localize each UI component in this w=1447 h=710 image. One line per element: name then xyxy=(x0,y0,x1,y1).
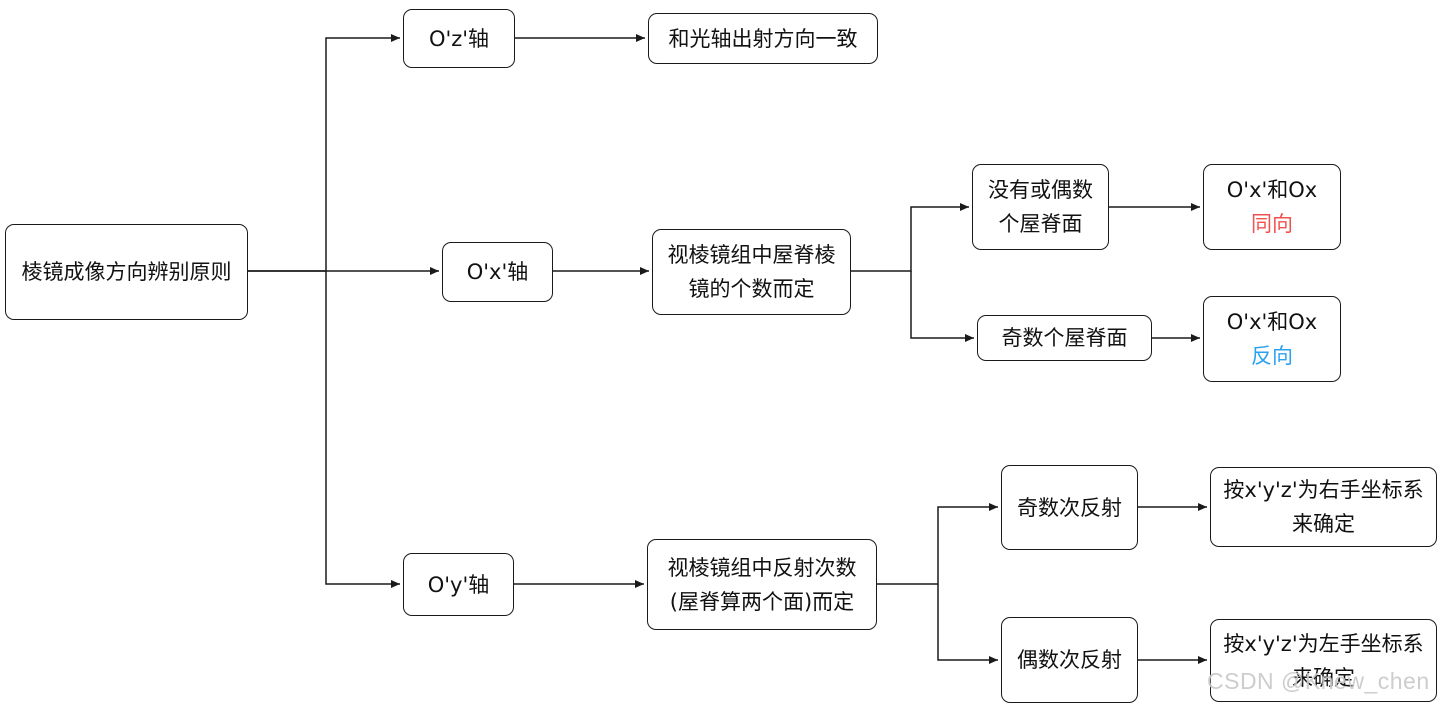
root-label: 棱镜成像方向辨别原则 xyxy=(21,260,232,284)
x-axis-node: O'x'轴 xyxy=(442,242,553,302)
z-axis-node: O'z'轴 xyxy=(403,9,515,68)
x-even-case-line1: 没有或偶数 xyxy=(988,178,1093,202)
y-even-result-line2: 来确定 xyxy=(1292,665,1355,690)
y-axis-rule-line2: (屋脊算两个面)而定 xyxy=(669,589,855,614)
x-odd-case-label: 奇数个屋脊面 xyxy=(1001,326,1128,350)
y-even-result-node: 按x'y'z'为左手坐标系 来确定 xyxy=(1210,619,1437,702)
y-axis-rule-line1: 视棱镜组中反射次数 xyxy=(667,555,857,580)
edge-root-z xyxy=(248,34,400,272)
watermark: CSDN @Knew_chen xyxy=(1207,668,1430,694)
edge-root-y xyxy=(325,271,400,588)
edge-xrule-even xyxy=(851,203,969,272)
x-axis-label: O'x'轴 xyxy=(466,260,529,284)
x-odd-result-line1: O'x'和Ox xyxy=(1226,310,1318,334)
y-even-case-node: 偶数次反射 xyxy=(1001,617,1138,703)
y-even-case-label: 偶数次反射 xyxy=(1017,648,1122,672)
x-even-result-line1: O'x'和Ox xyxy=(1226,178,1318,202)
x-axis-rule-line1: 视棱镜组中屋脊棱 xyxy=(667,243,836,267)
z-axis-label: O'z'轴 xyxy=(428,26,490,51)
y-odd-result-line1: 按x'y'z'为右手坐标系 xyxy=(1223,478,1424,502)
x-even-result-node: O'x'和Ox 同向 xyxy=(1203,164,1341,250)
y-odd-result-node: 按x'y'z'为右手坐标系 来确定 xyxy=(1210,467,1437,547)
root-node: 棱镜成像方向辨别原则 xyxy=(5,224,248,320)
y-odd-result-line2: 来确定 xyxy=(1292,512,1355,536)
y-axis-rule-node: 视棱镜组中反射次数 (屋脊算两个面)而定 xyxy=(647,539,877,630)
edge-xrule-odd xyxy=(910,271,974,342)
y-axis-node: O'y'轴 xyxy=(403,553,514,616)
x-odd-case-node: 奇数个屋脊面 xyxy=(977,315,1152,361)
edge-yrule-even xyxy=(937,584,998,664)
z-axis-result-node: 和光轴出射方向一致 xyxy=(648,13,878,64)
opposite-direction-label: 反向 xyxy=(1251,344,1293,368)
y-even-result-line1: 按x'y'z'为左手坐标系 xyxy=(1223,631,1424,656)
z-axis-result-label: 和光轴出射方向一致 xyxy=(668,26,858,51)
x-odd-result-node: O'x'和Ox 反向 xyxy=(1203,296,1341,382)
x-axis-rule-node: 视棱镜组中屋脊棱 镜的个数而定 xyxy=(652,229,851,315)
y-axis-label: O'y'轴 xyxy=(427,572,490,597)
y-odd-case-label: 奇数次反射 xyxy=(1017,495,1122,520)
x-even-case-line2: 个屋脊面 xyxy=(998,212,1083,236)
edge-yrule-odd xyxy=(877,503,998,585)
same-direction-label: 同向 xyxy=(1251,212,1293,236)
x-axis-rule-line2: 镜的个数而定 xyxy=(688,277,815,301)
y-odd-case-node: 奇数次反射 xyxy=(1001,465,1138,550)
x-even-case-node: 没有或偶数 个屋脊面 xyxy=(972,164,1109,250)
